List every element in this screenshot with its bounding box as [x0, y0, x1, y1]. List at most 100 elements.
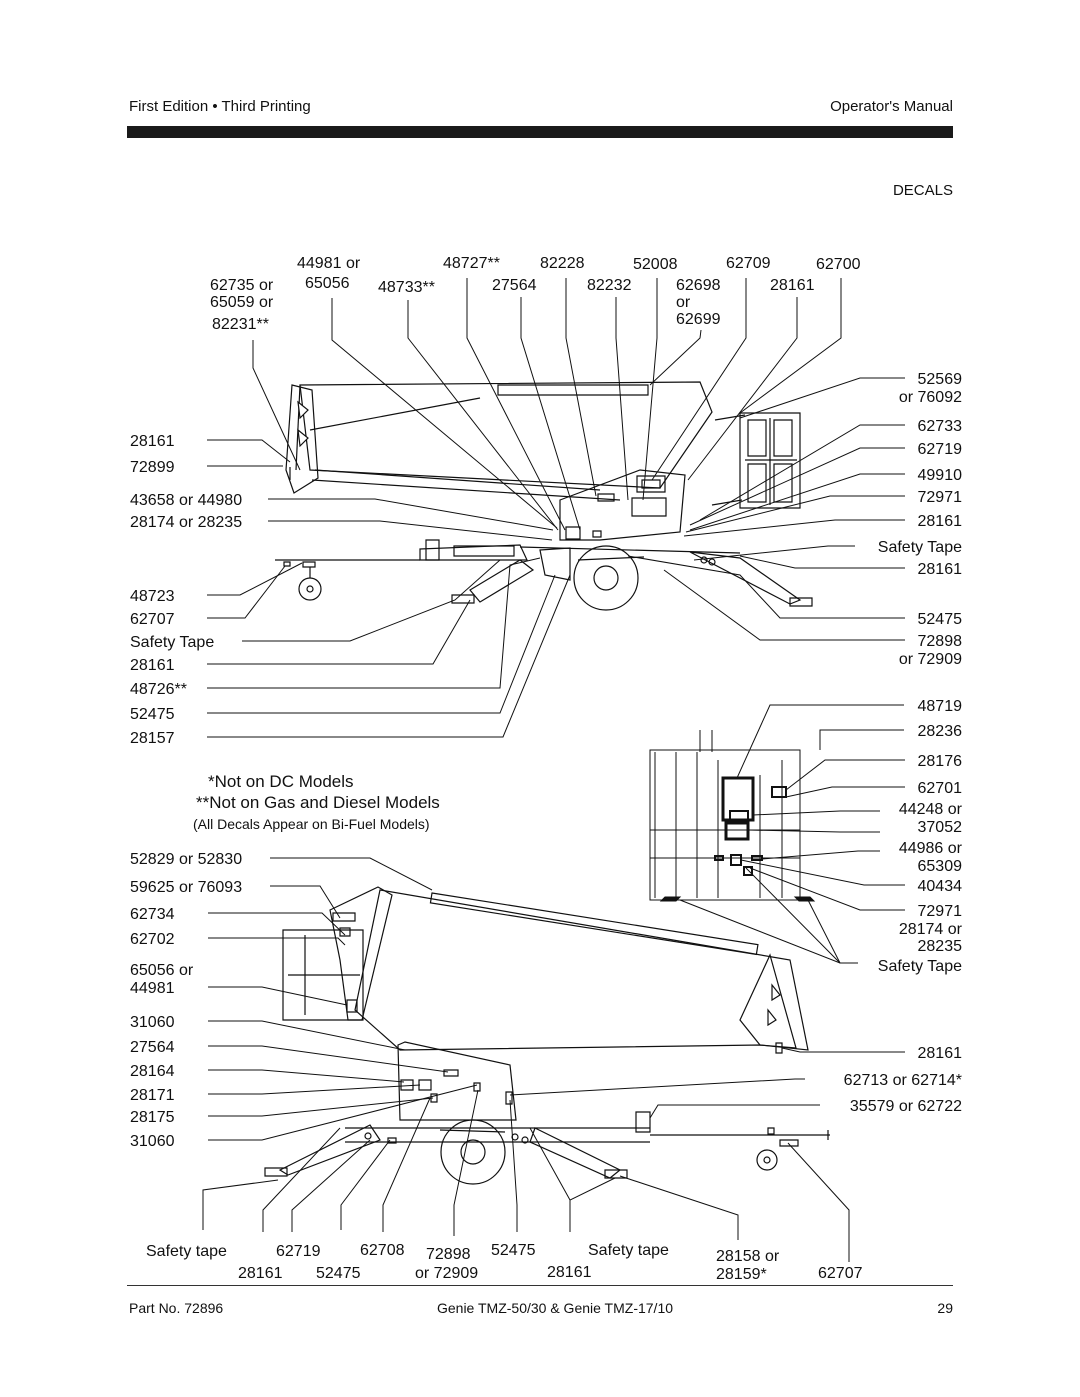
top-jib	[286, 385, 318, 493]
lower-outrigger-left	[280, 1125, 380, 1175]
label-62698: 62698	[676, 277, 721, 294]
label-bot-e1: Safety tape	[588, 1242, 669, 1259]
label-low-h: 28164	[130, 1063, 175, 1080]
label-low-a: 52829 or 52830	[130, 851, 243, 868]
label-low-e2: 44981	[130, 980, 175, 997]
lower-turntable	[398, 1042, 516, 1120]
label-low-i: 28171	[130, 1087, 175, 1104]
label-62709: 62709	[726, 255, 771, 272]
label-left-k: 28157	[130, 730, 175, 747]
label-plat-c: 28176	[917, 753, 963, 770]
section-title: DECALS	[892, 182, 953, 199]
label-plat-b: 28236	[917, 723, 963, 740]
label-right-b: 62733	[917, 418, 963, 435]
label-bot-d1: 52475	[491, 1242, 536, 1259]
lower-boom-decal	[430, 893, 758, 955]
label-bot-f1: 28158 or	[716, 1248, 780, 1265]
label-48733: 48733**	[378, 279, 435, 296]
label-65059: 65059 or	[210, 294, 274, 311]
label-bot-b2: 52475	[316, 1265, 361, 1282]
label-plat-a: 48719	[917, 698, 963, 715]
edition-text: First Edition • Third Printing	[129, 98, 311, 115]
label-bot-b1: 62719	[276, 1243, 321, 1260]
top-outrigger-right	[690, 552, 800, 604]
label-low-k: 31060	[130, 1133, 175, 1150]
label-plat-i1: 28174 or	[898, 921, 962, 938]
footer-rule	[127, 1285, 953, 1286]
label-right-f: 28161	[917, 513, 963, 530]
label-plat-i2: 28235	[917, 938, 963, 955]
top-tow-wheel	[299, 578, 321, 600]
label-left-f: 62707	[130, 611, 175, 628]
label-52008: 52008	[633, 256, 678, 273]
note-not-gas: **Not on Gas and Diesel Models	[196, 793, 440, 812]
label-right-j2: or 72909	[898, 651, 962, 668]
label-44981: 44981 or	[297, 255, 361, 272]
label-right-h: 28161	[917, 561, 963, 578]
label-right-d: 49910	[917, 467, 963, 484]
label-left-j: 52475	[130, 706, 175, 723]
top-boom	[300, 382, 712, 488]
label-left-e: 48723	[130, 588, 175, 605]
label-plat-g: 40434	[917, 878, 963, 895]
lower-boom	[355, 890, 808, 1050]
top-main-wheel	[574, 546, 638, 610]
label-plat-e1: 44248 or	[898, 801, 962, 818]
top-boom-decal	[498, 385, 648, 395]
label-28161-top: 28161	[770, 277, 815, 294]
lower-platform	[283, 930, 363, 1020]
label-right-j1: 72898	[917, 633, 963, 650]
label-bot-c3: or 72909	[415, 1265, 479, 1282]
label-plat-d: 62701	[917, 780, 963, 797]
label-bot-a2: 28161	[238, 1265, 283, 1282]
part-number: Part No. 72896	[129, 1300, 224, 1316]
label-plat-h: 72971	[917, 903, 963, 920]
label-bot-g: 62707	[818, 1265, 863, 1282]
label-left-b: 72899	[130, 459, 175, 476]
label-bot-c2: 72898	[426, 1246, 471, 1263]
top-outrigger-left	[470, 560, 533, 602]
lower-main-wheel	[441, 1120, 505, 1184]
label-62699: 62699	[676, 311, 721, 328]
label-left-i: 48726**	[130, 681, 187, 698]
label-bot-c1: 62708	[360, 1242, 405, 1259]
model-name: Genie TMZ-50/30 & Genie TMZ-17/10	[436, 1300, 674, 1316]
lower-leader-lines	[203, 858, 905, 1262]
platform-leader-lines	[680, 705, 905, 963]
label-plat-f2: 65309	[917, 858, 963, 875]
label-lowr-a: 28161	[917, 1045, 963, 1062]
label-or: or	[676, 294, 691, 311]
label-low-j: 28175	[130, 1109, 175, 1126]
top-machine-drawing	[275, 382, 812, 610]
page-number: 29	[937, 1300, 953, 1316]
label-65056: 65056	[305, 275, 350, 292]
label-plat-f1: 44986 or	[898, 840, 962, 857]
lower-tow-wheel	[757, 1150, 777, 1170]
label-left-a: 28161	[130, 433, 175, 450]
note-not-dc: *Not on DC Models	[208, 772, 354, 791]
header-rule	[127, 126, 953, 138]
label-bot-d2: 28161	[547, 1264, 592, 1281]
label-27564: 27564	[492, 277, 537, 294]
manual-title: Operator's Manual	[830, 98, 953, 115]
label-lowr-b: 62713 or 62714*	[843, 1072, 962, 1089]
label-low-c: 62734	[130, 906, 175, 923]
top-leader-lines	[207, 278, 905, 737]
note-all-decals: (All Decals Appear on Bi-Fuel Models)	[193, 816, 430, 832]
label-left-d: 28174 or 28235	[130, 514, 243, 531]
label-low-g: 27564	[130, 1039, 175, 1056]
label-right-a2: or 76092	[898, 389, 962, 406]
label-lowr-c: 35579 or 62722	[849, 1098, 962, 1115]
label-bot-a1: Safety tape	[146, 1243, 227, 1260]
label-low-b: 59625 or 76093	[130, 879, 243, 896]
label-right-a1: 52569	[917, 371, 963, 388]
label-82232: 82232	[587, 277, 632, 294]
label-right-i: 52475	[917, 611, 963, 628]
label-right-c: 62719	[917, 441, 963, 458]
label-62700: 62700	[816, 256, 861, 273]
label-left-g: Safety Tape	[130, 634, 215, 651]
label-right-e: 72971	[917, 489, 963, 506]
top-turntable	[560, 470, 685, 540]
